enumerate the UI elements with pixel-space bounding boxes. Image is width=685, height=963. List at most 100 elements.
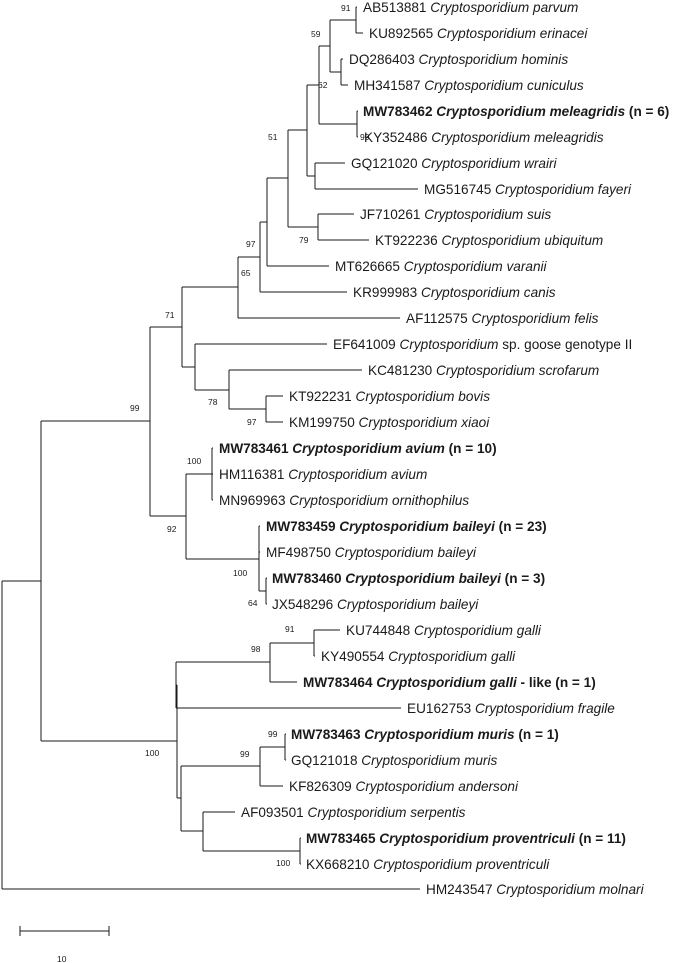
taxon-species: Cryptosporidium avium — [292, 441, 445, 456]
taxon-species: Cryptosporidium canis — [421, 285, 556, 300]
taxon-suffix: (n = 10) — [445, 441, 497, 456]
taxon-label: KY490554 Cryptosporidium galli — [321, 649, 516, 664]
taxon-species: Cryptosporidium avium — [288, 467, 427, 482]
taxon-species: Cryptosporidium wrairi — [421, 156, 557, 171]
taxon-suffix: (n = 3) — [501, 571, 545, 586]
taxon-accession: MW783459 — [266, 519, 339, 534]
taxon-species: Cryptosporidium ubiquitum — [442, 233, 604, 248]
bootstrap-value: 100 — [233, 568, 247, 578]
bootstrap-value: 65 — [241, 268, 251, 278]
taxon-accession: MW783465 — [306, 831, 379, 846]
taxon-species: Cryptosporidium — [400, 337, 499, 352]
taxon-species: Cryptosporidium bovis — [356, 389, 491, 404]
taxon-species: Cryptosporidium serpentis — [308, 805, 466, 820]
taxon-species: Cryptosporidium suis — [424, 207, 551, 222]
taxon-accession: MH341587 — [354, 78, 424, 93]
bootstrap-value: 99 — [240, 749, 250, 759]
taxon-label: KX668210 Cryptosporidium proventriculi — [306, 857, 550, 872]
taxon-species: Cryptosporidium proventriculi — [373, 857, 550, 872]
taxon-accession: MG516745 — [424, 182, 495, 197]
taxon-species: Cryptosporidium muris — [364, 727, 515, 742]
taxon-species: Cryptosporidium scrofarum — [436, 363, 599, 378]
taxon-species: Cryptosporidium cuniculus — [424, 78, 584, 93]
taxon-label: MW783459 Cryptosporidium baileyi (n = 23… — [266, 519, 547, 534]
taxon-label: GQ121020 Cryptosporidium wrairi — [351, 156, 557, 171]
taxon-label: HM243547 Cryptosporidium molnari — [426, 882, 645, 897]
bootstrap-value: 51 — [268, 132, 278, 142]
tree-branches — [1, 6, 420, 890]
taxon-label: KM199750 Cryptosporidium xiaoi — [289, 415, 490, 430]
taxon-accession: KU744848 — [346, 623, 414, 638]
taxon-label: MT626665 Cryptosporidium varanii — [335, 259, 548, 274]
taxon-species: Cryptosporidium meleagridis — [431, 130, 603, 145]
taxon-accession: MW783463 — [291, 727, 364, 742]
taxon-label: MW783463 Cryptosporidium muris (n = 1) — [291, 727, 559, 742]
taxon-accession: KY352486 — [364, 130, 431, 145]
taxon-label: KU892565 Cryptosporidium erinacei — [369, 26, 588, 41]
taxon-label: KT922231 Cryptosporidium bovis — [289, 389, 490, 404]
taxon-label: MW783461 Cryptosporidium avium (n = 10) — [219, 441, 497, 456]
taxon-species: Cryptosporidium erinacei — [437, 26, 588, 41]
taxon-species: Cryptosporidium muris — [361, 753, 497, 768]
taxon-label: KF826309 Cryptosporidium andersoni — [289, 779, 519, 794]
taxon-species: Cryptosporidium galli — [414, 623, 542, 638]
taxon-accession: DQ286403 — [349, 52, 419, 67]
taxon-label: EF641009 Cryptosporidium sp. goose genot… — [333, 337, 632, 352]
bootstrap-value: 99 — [360, 132, 370, 142]
taxon-label: JX548296 Cryptosporidium baileyi — [272, 597, 479, 612]
taxon-label: JF710261 Cryptosporidium suis — [360, 207, 551, 222]
bootstrap-value: 97 — [247, 417, 257, 427]
taxon-accession: KR999983 — [353, 285, 421, 300]
taxon-label: HM116381 Cryptosporidium avium — [219, 467, 427, 482]
taxon-species: Cryptosporidium molnari — [496, 882, 644, 897]
taxon-accession: GQ121018 — [291, 753, 361, 768]
taxon-species: Cryptosporidium varanii — [404, 259, 548, 274]
bootstrap-value: 71 — [165, 310, 175, 320]
taxon-label: AF112575 Cryptosporidium felis — [406, 311, 599, 326]
taxon-accession: EU162753 — [407, 701, 475, 716]
bootstrap-value: 99 — [268, 729, 278, 739]
taxon-suffix: (n = 11) — [575, 831, 626, 846]
taxon-species: Cryptosporidium xiaoi — [359, 415, 491, 430]
taxon-label: EU162753 Cryptosporidium fragile — [407, 701, 615, 716]
bootstrap-value: 100 — [187, 456, 201, 466]
taxon-label: GQ121018 Cryptosporidium muris — [291, 753, 497, 768]
taxon-species: Cryptosporidium baileyi — [337, 597, 479, 612]
bootstrap-value: 92 — [167, 524, 177, 534]
taxon-accession: KM199750 — [289, 415, 359, 430]
taxon-accession: KY490554 — [321, 649, 388, 664]
taxon-accession: JF710261 — [360, 207, 424, 222]
taxon-accession: KC481230 — [368, 363, 436, 378]
taxon-species: Cryptosporidium ornithophilus — [289, 493, 469, 508]
taxon-accession: KU892565 — [369, 26, 437, 41]
bootstrap-values: 9159629951799765717897991009210064919899… — [130, 3, 370, 868]
taxon-label: AB513881 Cryptosporidium parvum — [363, 0, 578, 15]
taxon-suffix: (n = 23) — [495, 519, 547, 534]
taxon-accession: MW783461 — [219, 441, 292, 456]
taxon-species: Cryptosporidium fragile — [475, 701, 615, 716]
taxon-label: MW783464 Cryptosporidium galli - like (n… — [303, 675, 596, 690]
bootstrap-value: 100 — [145, 748, 159, 758]
taxon-species: Cryptosporidium meleagridis — [436, 104, 625, 119]
taxon-label: KT922236 Cryptosporidium ubiquitum — [375, 233, 603, 248]
taxon-accession: GQ121020 — [351, 156, 421, 171]
bootstrap-value: 59 — [311, 29, 321, 39]
taxon-label: KY352486 Cryptosporidium meleagridis — [364, 130, 604, 145]
scale-bar: 10 — [19, 926, 110, 963]
taxon-label: MG516745 Cryptosporidium fayeri — [424, 182, 632, 197]
taxon-label: KR999983 Cryptosporidium canis — [353, 285, 556, 300]
taxon-suffix: - like (n = 1) — [517, 675, 596, 690]
taxon-label: KU744848 Cryptosporidium galli — [346, 623, 542, 638]
taxon-accession: MW783464 — [303, 675, 376, 690]
taxon-accession: KX668210 — [306, 857, 373, 872]
taxon-species: Cryptosporidium andersoni — [356, 779, 519, 794]
taxon-species: Cryptosporidium hominis — [419, 52, 569, 67]
taxon-label: MN969963 Cryptosporidium ornithophilus — [219, 493, 469, 508]
taxon-species: Cryptosporidium proventriculi — [379, 831, 576, 846]
bootstrap-value: 100 — [276, 858, 290, 868]
taxon-accession: JX548296 — [272, 597, 337, 612]
bootstrap-value: 79 — [299, 235, 309, 245]
taxon-accession: MW783460 — [272, 571, 345, 586]
taxon-species: Cryptosporidium parvum — [430, 0, 578, 15]
